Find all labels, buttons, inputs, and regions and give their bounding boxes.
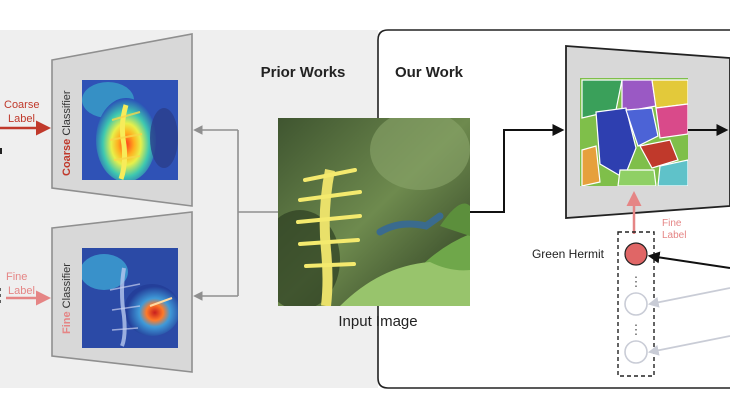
- fine-label-text-2: Label: [8, 285, 35, 297]
- our-work-title: Our Work: [395, 64, 464, 81]
- edge-tick-top: [0, 148, 2, 154]
- fine-classifier-label: Fine Classifier: [61, 263, 73, 334]
- dots-upper: ⋮: [630, 274, 643, 289]
- our-fine-label-text-2: Label: [662, 230, 686, 241]
- label-node-2: [624, 292, 648, 316]
- fine-heatmap-image: [82, 248, 178, 348]
- dots-lower: ⋮: [630, 322, 643, 337]
- input-image: [278, 118, 470, 306]
- input-image-label: Input Image: [338, 313, 417, 330]
- coarse-classifier: Coarse Classifier: [51, 33, 193, 207]
- our-fine-label-text: Fine: [662, 218, 682, 229]
- arrow-into-node-3: [647, 335, 730, 356]
- our-model: [565, 45, 730, 219]
- fine-classifier: Fine Classifier: [51, 211, 193, 373]
- segmentation-image: [580, 78, 688, 186]
- green-hermit-label: Green Hermit: [532, 247, 605, 261]
- coarse-label-text: Coarse: [4, 99, 39, 111]
- fine-label-text: Fine: [6, 271, 27, 283]
- arrow-into-green-hermit: [647, 251, 730, 269]
- arrow-into-node-2: [647, 287, 730, 308]
- label-node-3: [624, 340, 648, 364]
- arrow-to-our-model: [470, 124, 565, 213]
- coarse-heatmap-image: [82, 80, 178, 180]
- green-hermit-node: [624, 242, 648, 266]
- coarse-classifier-label: Coarse Classifier: [61, 90, 73, 176]
- prior-works-title: Prior Works: [261, 64, 346, 81]
- coarse-label-text-2: Label: [8, 113, 35, 125]
